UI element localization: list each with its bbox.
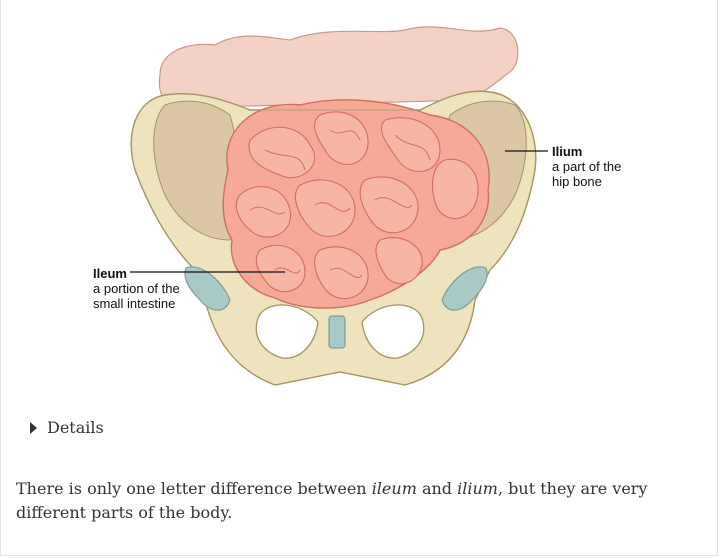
ilium-term: Ilium [552,144,583,159]
ileum-callout: Ileum a portion of the small intestine [93,266,203,311]
ilium-desc-line-1: a part of the [552,159,622,174]
caption-text-2: and [416,479,458,498]
ileum-desc-line-2: small intestine [93,296,176,311]
caret-right-icon [30,421,37,434]
right-obturator-foramen [361,304,425,359]
ilium-desc-line-2: hip bone [552,174,602,189]
ileum-desc-line-1: a portion of the [93,281,180,296]
pubic-symphysis [328,315,346,349]
right-joint [441,266,488,311]
caption-term-ilium: ilium [457,479,498,498]
small-intestine [222,99,490,309]
pelvis-drawing [130,26,548,386]
left-joint [184,266,231,311]
caption-term-ileum: ileum [371,479,417,498]
pelvis-illustration: Ileum a portion of the small intestine I… [93,26,662,386]
details-label: Details [47,418,104,437]
left-obturator-foramen [255,304,319,359]
ilium-callout: Ilium a part of the hip bone [552,144,662,189]
details-toggle[interactable]: Details [30,418,104,437]
caption-text-1: There is only one letter difference betw… [16,479,372,498]
caption-paragraph: There is only one letter difference betw… [16,477,706,525]
ileum-term: Ileum [93,266,127,281]
left-ilium-fossa [153,100,240,241]
caption-text-3: , but they are very different parts of t… [16,479,648,522]
